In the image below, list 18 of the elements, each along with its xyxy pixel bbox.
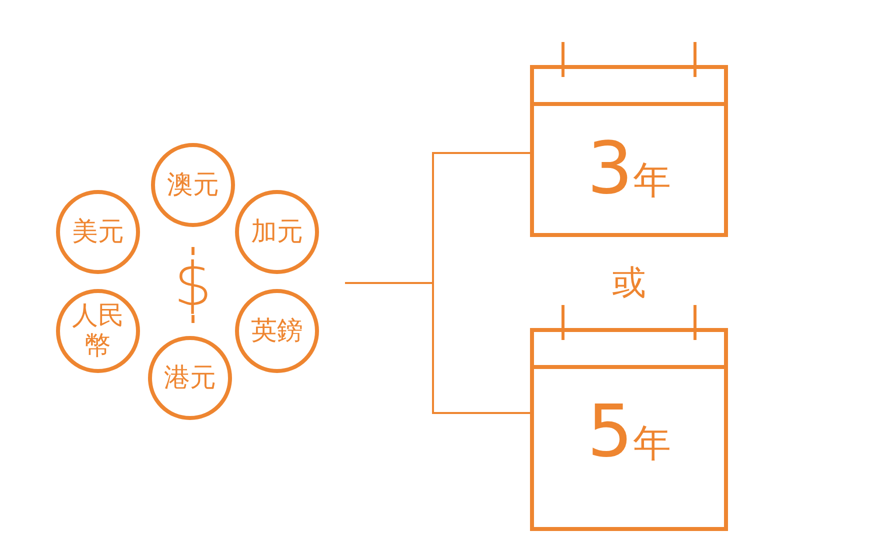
bracket-connector: [345, 282, 530, 414]
currency-circle: [56, 190, 140, 274]
calendar: [530, 42, 728, 237]
calendar: [530, 305, 728, 531]
currency-text: 加元: [250, 217, 304, 247]
duration-text: 3年: [586, 126, 672, 210]
currency-text: 英鎊: [250, 316, 304, 346]
currency-circle: [151, 143, 235, 227]
currency-circle: [56, 289, 140, 373]
currency-circle: [235, 289, 319, 373]
currency-text: 澳元: [166, 170, 220, 200]
currency-circle: [148, 336, 232, 420]
currency-text: 人民幣: [71, 301, 125, 361]
or-text: 或: [612, 266, 646, 300]
duration-text: 5年: [586, 389, 672, 473]
currency-text: 美元: [71, 217, 125, 247]
currency-circle: [235, 190, 319, 274]
currency-text: 港元: [163, 363, 217, 393]
